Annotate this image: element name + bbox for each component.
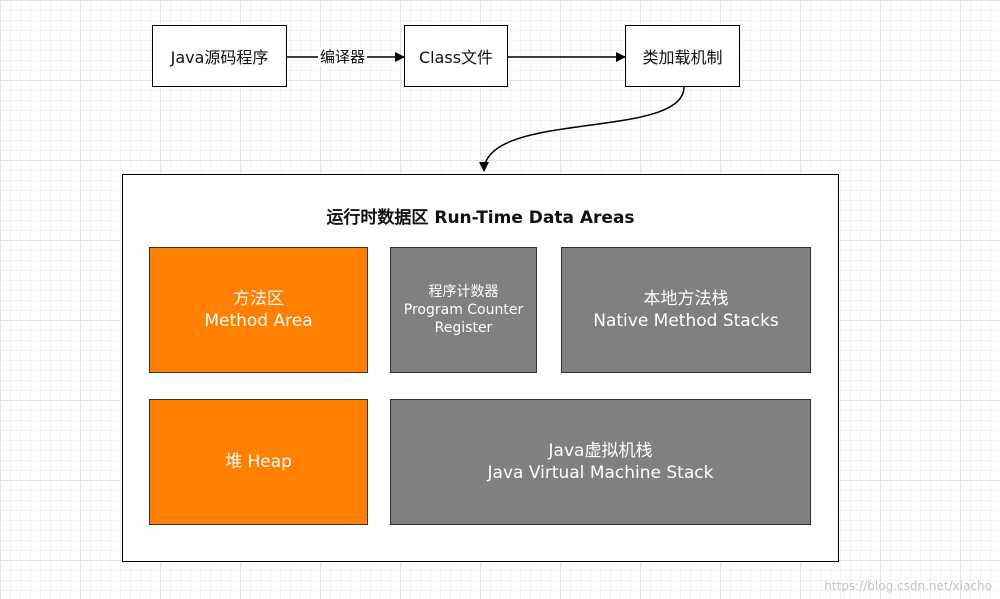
method-area-en: Method Area: [204, 311, 313, 331]
pc-register-block: 程序计数器 Program Counter Register: [390, 247, 537, 373]
pc-register-cn: 程序计数器: [428, 284, 499, 300]
jvm-stack-en: Java Virtual Machine Stack: [487, 463, 714, 483]
class-file-node: Class文件: [404, 25, 508, 87]
class-loader-label: 类加载机制: [642, 48, 723, 67]
runtime-title: 运行时数据区 Run-Time Data Areas: [326, 208, 635, 228]
heap-label: 堆 Heap: [225, 452, 292, 472]
heap-block: 堆 Heap: [149, 399, 368, 525]
watermark: https://blog.csdn.net/xiacho: [824, 579, 992, 593]
java-source-label: Java源码程序: [170, 48, 269, 67]
native-stacks-block: 本地方法栈 Native Method Stacks: [561, 247, 811, 373]
compiler-label: 编译器: [318, 48, 368, 66]
jvm-stack-block: Java虚拟机栈 Java Virtual Machine Stack: [390, 399, 811, 525]
pc-register-en-2: Register: [434, 320, 493, 336]
native-stacks-cn: 本地方法栈: [643, 289, 729, 309]
native-stacks-en: Native Method Stacks: [593, 311, 779, 331]
runtime-data-areas: 运行时数据区 Run-Time Data Areas 方法区 Method Ar…: [122, 174, 839, 562]
jvm-stack-cn: Java虚拟机栈: [548, 441, 653, 461]
class-loader-node: 类加载机制: [625, 25, 740, 87]
runtime-arrow: [479, 86, 685, 172]
pc-register-en-1: Program Counter: [403, 302, 524, 318]
java-source-node: Java源码程序: [152, 25, 287, 87]
method-area-cn: 方法区: [233, 289, 284, 309]
method-area-block: 方法区 Method Area: [149, 247, 368, 373]
class-file-label: Class文件: [418, 48, 494, 67]
